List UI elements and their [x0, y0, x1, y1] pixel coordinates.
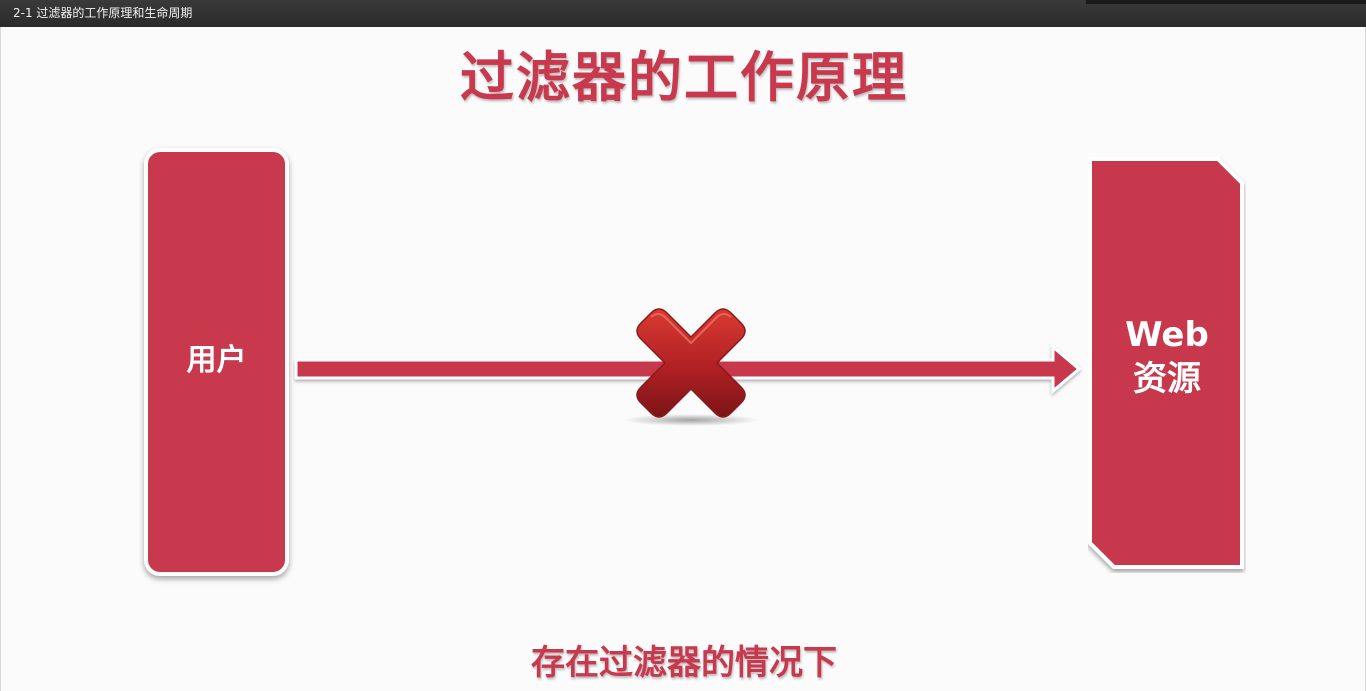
web-resource-label: Web 资源 [1088, 313, 1246, 401]
web-resource-box: Web 资源 [1088, 157, 1246, 573]
user-label: 用户 [186, 343, 247, 378]
red-x-icon [621, 299, 761, 433]
slide-canvas: 过滤器的工作原理 用户 Web 资源 [0, 27, 1366, 691]
window-title: 2-1 过滤器的工作原理和生命周期 [13, 6, 193, 20]
web-label-line2: 资源 [1133, 359, 1201, 399]
window-titlebar: 2-1 过滤器的工作原理和生命周期 [0, 0, 1366, 27]
slide-caption: 存在过滤器的情况下 [531, 643, 837, 683]
web-label-line1: Web [1125, 315, 1209, 355]
titlebar-accent [1086, 0, 1366, 4]
slide-title: 过滤器的工作原理 [460, 46, 908, 109]
user-box: 用户 [144, 148, 289, 576]
